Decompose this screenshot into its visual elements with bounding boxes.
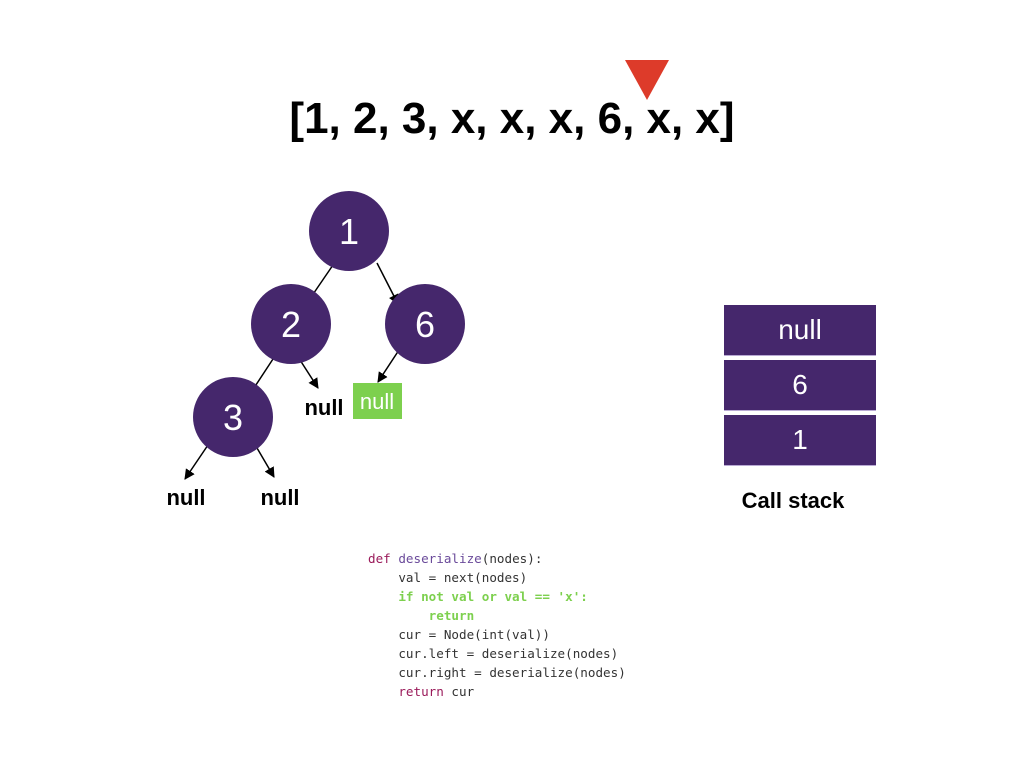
code-token: (nodes): (481, 551, 543, 566)
tree-node-6: 6 (385, 284, 465, 364)
edge-3-null-right (256, 447, 275, 478)
stack-frame: 1 (724, 415, 876, 466)
code-line: return (368, 606, 626, 625)
code-line: def deserialize(nodes): (368, 549, 626, 568)
call-stack-caption: Call stack (741, 488, 845, 513)
code-token: return (368, 608, 475, 623)
code-token: cur = Node(int(val)) (368, 627, 550, 642)
tree-node-1: 1 (309, 191, 389, 271)
code-line: cur = Node(int(val)) (368, 625, 626, 644)
edge-2-null (299, 359, 319, 389)
call-stack: null 6 1 (724, 305, 876, 470)
svg-text:null: null (360, 389, 394, 414)
null-leaf-3-right: null (260, 485, 299, 510)
code-line: if not val or val == 'x': (368, 587, 626, 606)
tree-node-3: 3 (193, 377, 273, 457)
code-token: val = next(nodes) (368, 570, 528, 585)
edge-3-null-left (184, 444, 209, 480)
code-line: cur.left = deserialize(nodes) (368, 644, 626, 663)
code-token: cur.left = deserialize(nodes) (368, 646, 619, 661)
code-line: val = next(nodes) (368, 568, 626, 587)
code-token: deserialize (398, 551, 482, 566)
null-leaf-2-right: null (304, 395, 343, 420)
code-token: cur.right = deserialize(nodes) (368, 665, 626, 680)
svg-text:1: 1 (339, 211, 359, 252)
code-token: cur (443, 684, 475, 699)
code-line: cur.right = deserialize(nodes) (368, 663, 626, 682)
svg-text:6: 6 (415, 304, 435, 345)
null-leaf-3-left: null (166, 485, 205, 510)
stack-frame: null (724, 305, 876, 356)
code-line: return cur (368, 682, 626, 701)
svg-text:3: 3 (223, 397, 243, 438)
null-leaf-6-left-highlighted: null (353, 383, 402, 419)
serialized-array: [1, 2, 3, x, x, x, 6, x, x] (289, 94, 735, 143)
edge-1-6 (376, 262, 399, 305)
svg-text:2: 2 (281, 304, 301, 345)
current-index-pointer-icon (625, 60, 669, 100)
tree-node-2: 2 (251, 284, 331, 364)
code-token: return (398, 684, 444, 699)
stack-frame: 6 (724, 360, 876, 411)
code-block: def deserialize(nodes): val = next(nodes… (368, 549, 626, 701)
code-token: if not val or val == 'x': (368, 589, 588, 604)
edge-6-null (377, 349, 400, 383)
code-token (368, 684, 398, 699)
code-token: def (368, 551, 399, 566)
